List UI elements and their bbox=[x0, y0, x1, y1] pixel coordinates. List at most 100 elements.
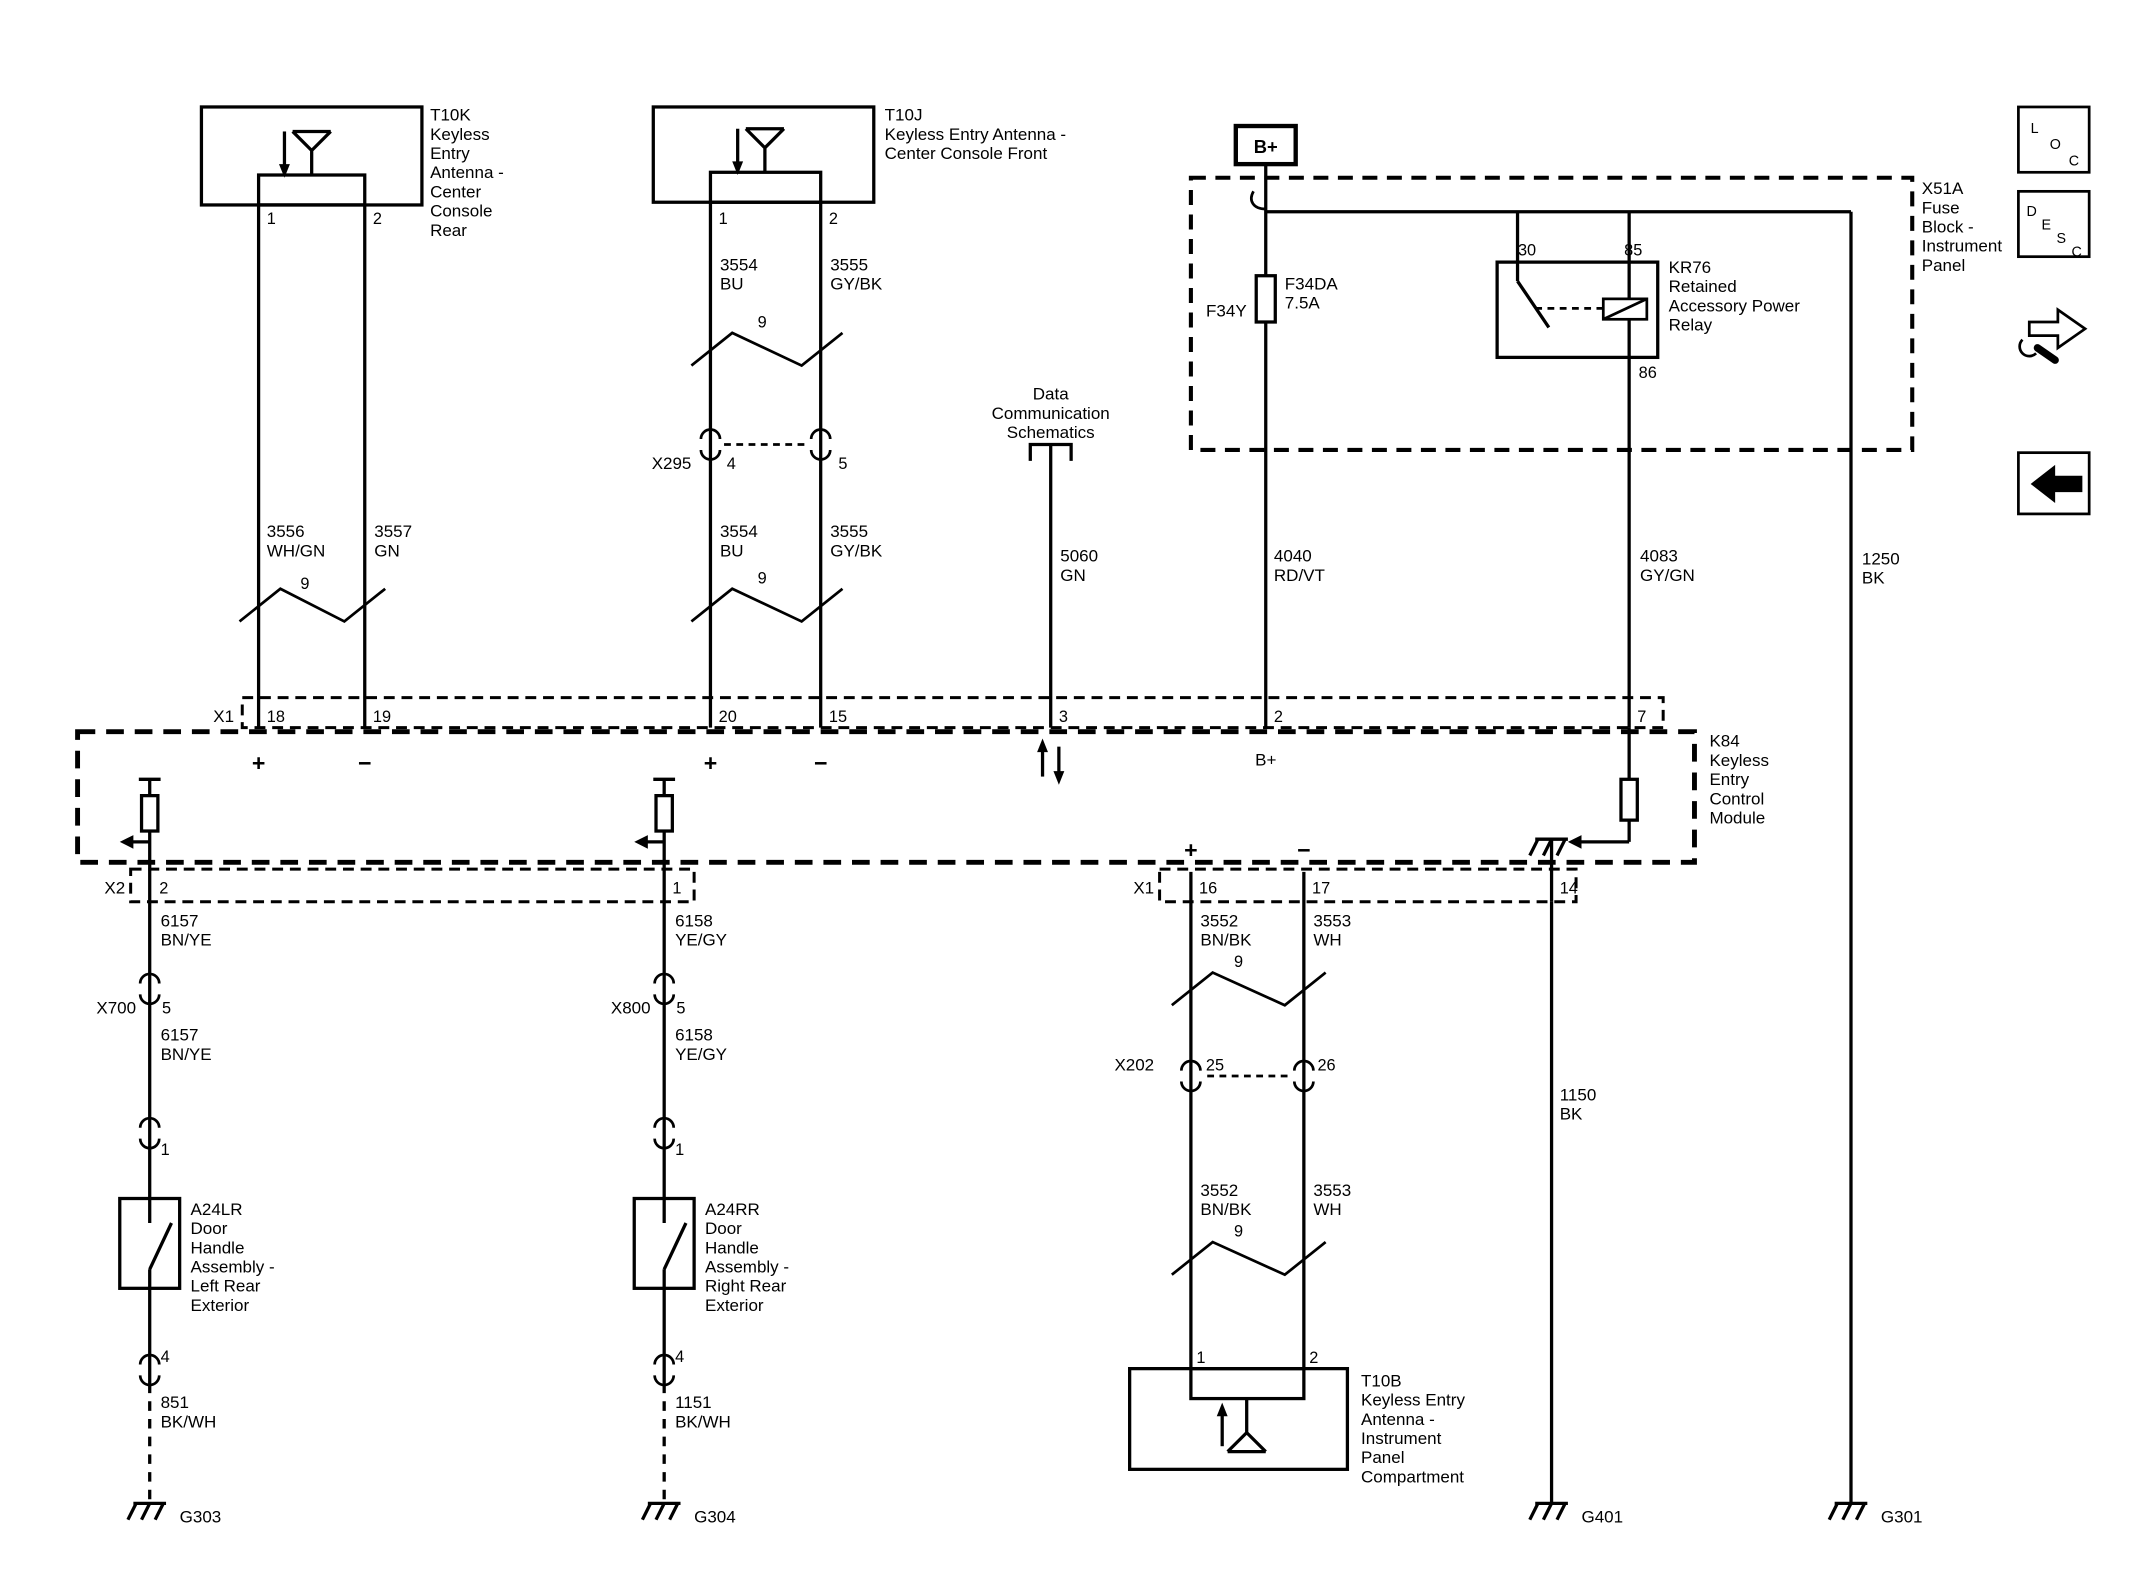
x202-pin26: 26 bbox=[1317, 1057, 1335, 1075]
connector-x800-label: X800 bbox=[611, 998, 651, 1017]
ground-g301-icon bbox=[1827, 1501, 1868, 1521]
connector-x700 bbox=[138, 972, 161, 1006]
antenna-icon bbox=[1216, 1398, 1267, 1454]
loc-letter: L bbox=[2031, 121, 2039, 137]
twist-count: 9 bbox=[1234, 953, 1243, 971]
desc-letter: S bbox=[2057, 231, 2067, 247]
fuse-cavity-label: F34Y bbox=[1206, 302, 1247, 321]
x700-pin5: 5 bbox=[162, 999, 171, 1017]
fuse-block-x51a bbox=[1188, 175, 1915, 728]
ground-g301-label: G301 bbox=[1881, 1507, 1923, 1526]
t10j-pin2: 2 bbox=[829, 210, 838, 228]
t10j-pin1: 1 bbox=[719, 210, 728, 228]
back-button[interactable] bbox=[2017, 451, 2091, 516]
connector-x202 bbox=[1180, 1059, 1315, 1093]
desc-letter: C bbox=[2071, 245, 2081, 261]
polarity-plus: + bbox=[1184, 837, 1198, 863]
connector-x800 bbox=[653, 972, 676, 1006]
repair-arrow-wrench-icon[interactable] bbox=[2018, 307, 2088, 364]
x1-pin14: 14 bbox=[1560, 880, 1578, 898]
t10b-pin1: 1 bbox=[1196, 1349, 1205, 1367]
polarity-minus: − bbox=[1297, 837, 1311, 863]
switch-icon bbox=[662, 1198, 688, 1289]
loc-letter: O bbox=[2050, 137, 2061, 153]
desc-letter: D bbox=[2027, 204, 2037, 220]
desc-button[interactable]: D E S C bbox=[2017, 189, 2091, 261]
data-communication-reference bbox=[1028, 442, 1073, 728]
connector-x700-label: X700 bbox=[96, 998, 136, 1017]
loc-letter: C bbox=[2069, 153, 2079, 169]
connector-x295 bbox=[699, 428, 832, 461]
x1-pin19: 19 bbox=[373, 708, 391, 726]
relay-kr76 bbox=[1495, 211, 1660, 728]
antenna-driver-left bbox=[119, 777, 161, 902]
connector-a24rr-pin1 bbox=[653, 1116, 676, 1150]
x2-pin2: 2 bbox=[159, 880, 168, 898]
x1-pin17: 17 bbox=[1312, 880, 1330, 898]
x1-pin2: 2 bbox=[1274, 708, 1283, 726]
a24rr-pin1: 1 bbox=[675, 1141, 684, 1159]
wire-hook bbox=[1250, 190, 1266, 211]
x1-pin16: 16 bbox=[1199, 880, 1217, 898]
connector-x1-top-band bbox=[240, 696, 1665, 730]
t10k-pin2: 2 bbox=[373, 210, 382, 228]
battery-positive-label: B+ bbox=[1254, 136, 1278, 157]
twisted-pair-t10b-upper bbox=[1170, 970, 1327, 1007]
t10b-pin2: 2 bbox=[1309, 1349, 1318, 1367]
loc-button[interactable]: L O C bbox=[2017, 105, 2091, 174]
serial-data-arrows-icon bbox=[1037, 738, 1065, 785]
twisted-pair-t10b-lower bbox=[1170, 1240, 1327, 1277]
ground-g303-icon bbox=[126, 1501, 167, 1521]
x2-pin1: 1 bbox=[672, 880, 681, 898]
ground-g304-icon bbox=[640, 1501, 681, 1521]
a24rr-pin4: 4 bbox=[675, 1348, 684, 1366]
connector-x2-band bbox=[129, 867, 696, 904]
branch-t10b bbox=[1128, 871, 1350, 1471]
connector-x295-label: X295 bbox=[652, 454, 692, 473]
connector-a24lr-pin1 bbox=[138, 1116, 161, 1150]
module-bplus-mark: B+ bbox=[1255, 751, 1276, 770]
ground-g303-label: G303 bbox=[180, 1507, 222, 1526]
twist-count: 9 bbox=[758, 569, 767, 587]
x295-pin4: 4 bbox=[727, 455, 736, 473]
ground-g401-icon bbox=[1528, 1501, 1568, 1521]
kr76-pin86: 86 bbox=[1639, 364, 1657, 382]
component-t10k bbox=[199, 105, 424, 728]
connector-x1-bottom-band bbox=[1158, 867, 1578, 904]
polarity-plus: + bbox=[704, 750, 718, 776]
twisted-pair-t10k bbox=[238, 587, 387, 624]
twisted-pair-t10j-lower bbox=[690, 587, 844, 624]
internal-resistor-ground bbox=[1528, 727, 1639, 902]
t10k-pin1: 1 bbox=[267, 210, 276, 228]
x295-pin5: 5 bbox=[838, 455, 847, 473]
switch-icon bbox=[148, 1198, 173, 1289]
antenna-icon bbox=[732, 127, 786, 176]
ground-g304-label: G304 bbox=[694, 1507, 736, 1526]
antenna-icon bbox=[279, 129, 332, 178]
x1-pin20: 20 bbox=[719, 708, 737, 726]
polarity-minus: − bbox=[814, 750, 828, 776]
